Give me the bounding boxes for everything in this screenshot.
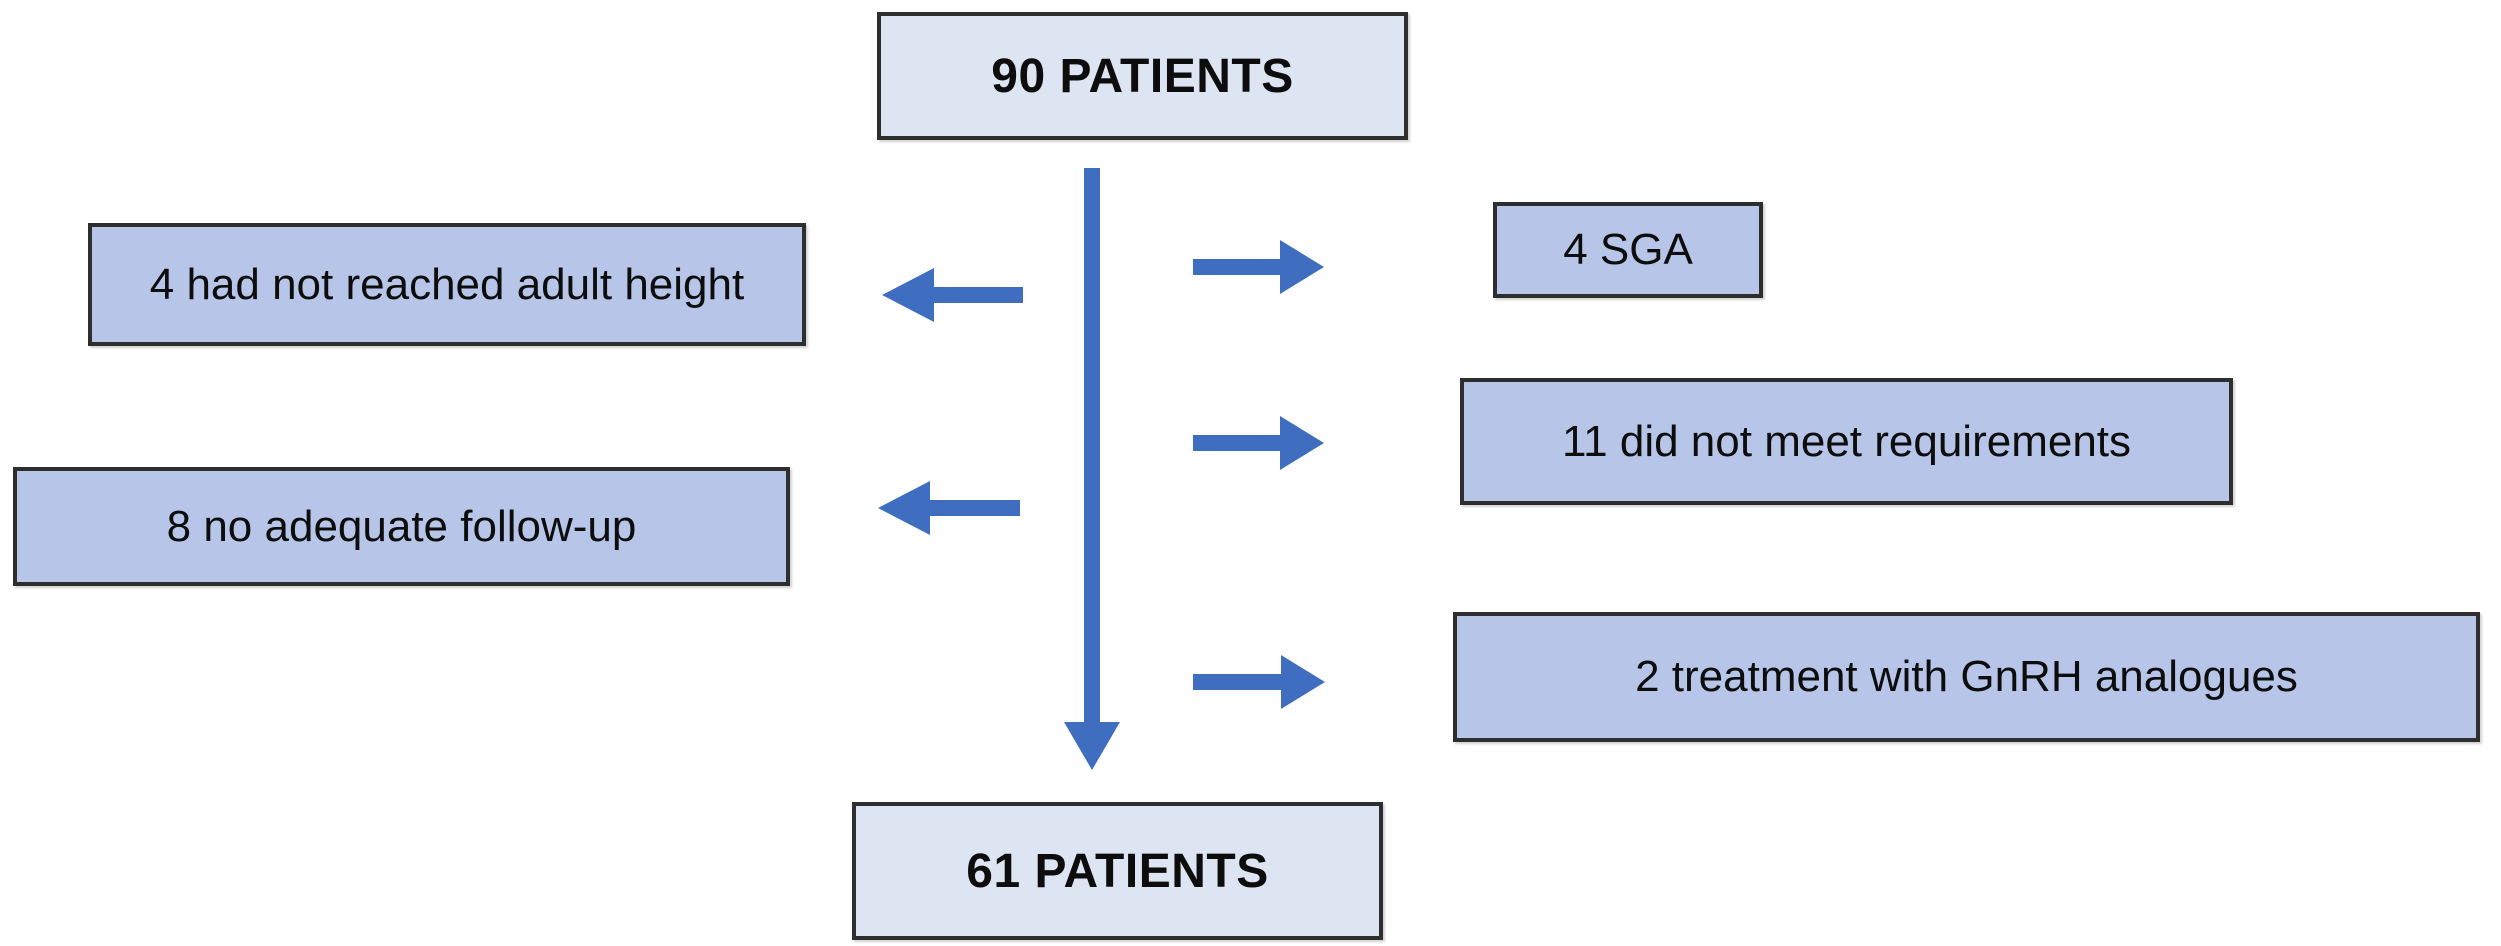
right-arrow-icon-1 <box>1193 240 1324 294</box>
start-patients-label: 90 PATIENTS <box>991 49 1294 103</box>
left-arrow-icon-2 <box>878 481 1020 535</box>
exclusion-box-sga: 4 SGA <box>1493 202 1763 298</box>
exclusion-label-gnrh-analogues: 2 treatment with GnRH analogues <box>1635 652 2298 701</box>
start-patients-box: 90 PATIENTS <box>877 12 1408 140</box>
right-arrow-icon-3 <box>1193 655 1325 709</box>
exclusion-box-no-adequate-follow-up: 8 no adequate follow-up <box>13 467 790 586</box>
exclusion-label-no-adequate-follow-up: 8 no adequate follow-up <box>166 501 637 551</box>
left-arrow-icon-1 <box>882 268 1023 322</box>
down-arrow-icon <box>1064 168 1120 770</box>
exclusion-box-gnrh-analogues: 2 treatment with GnRH analogues <box>1453 612 2480 742</box>
exclusion-label-sga: 4 SGA <box>1563 225 1693 274</box>
end-patients-box: 61 PATIENTS <box>852 802 1383 940</box>
right-arrow-icon-2 <box>1193 416 1324 470</box>
exclusion-box-not-reached-adult-height: 4 had not reached adult height <box>88 223 806 346</box>
exclusion-label-not-reached-adult-height: 4 had not reached adult height <box>149 259 745 309</box>
exclusion-label-did-not-meet-requirements: 11 did not meet requirements <box>1561 416 2132 466</box>
end-patients-label: 61 PATIENTS <box>966 844 1269 898</box>
exclusion-box-did-not-meet-requirements: 11 did not meet requirements <box>1460 378 2233 505</box>
